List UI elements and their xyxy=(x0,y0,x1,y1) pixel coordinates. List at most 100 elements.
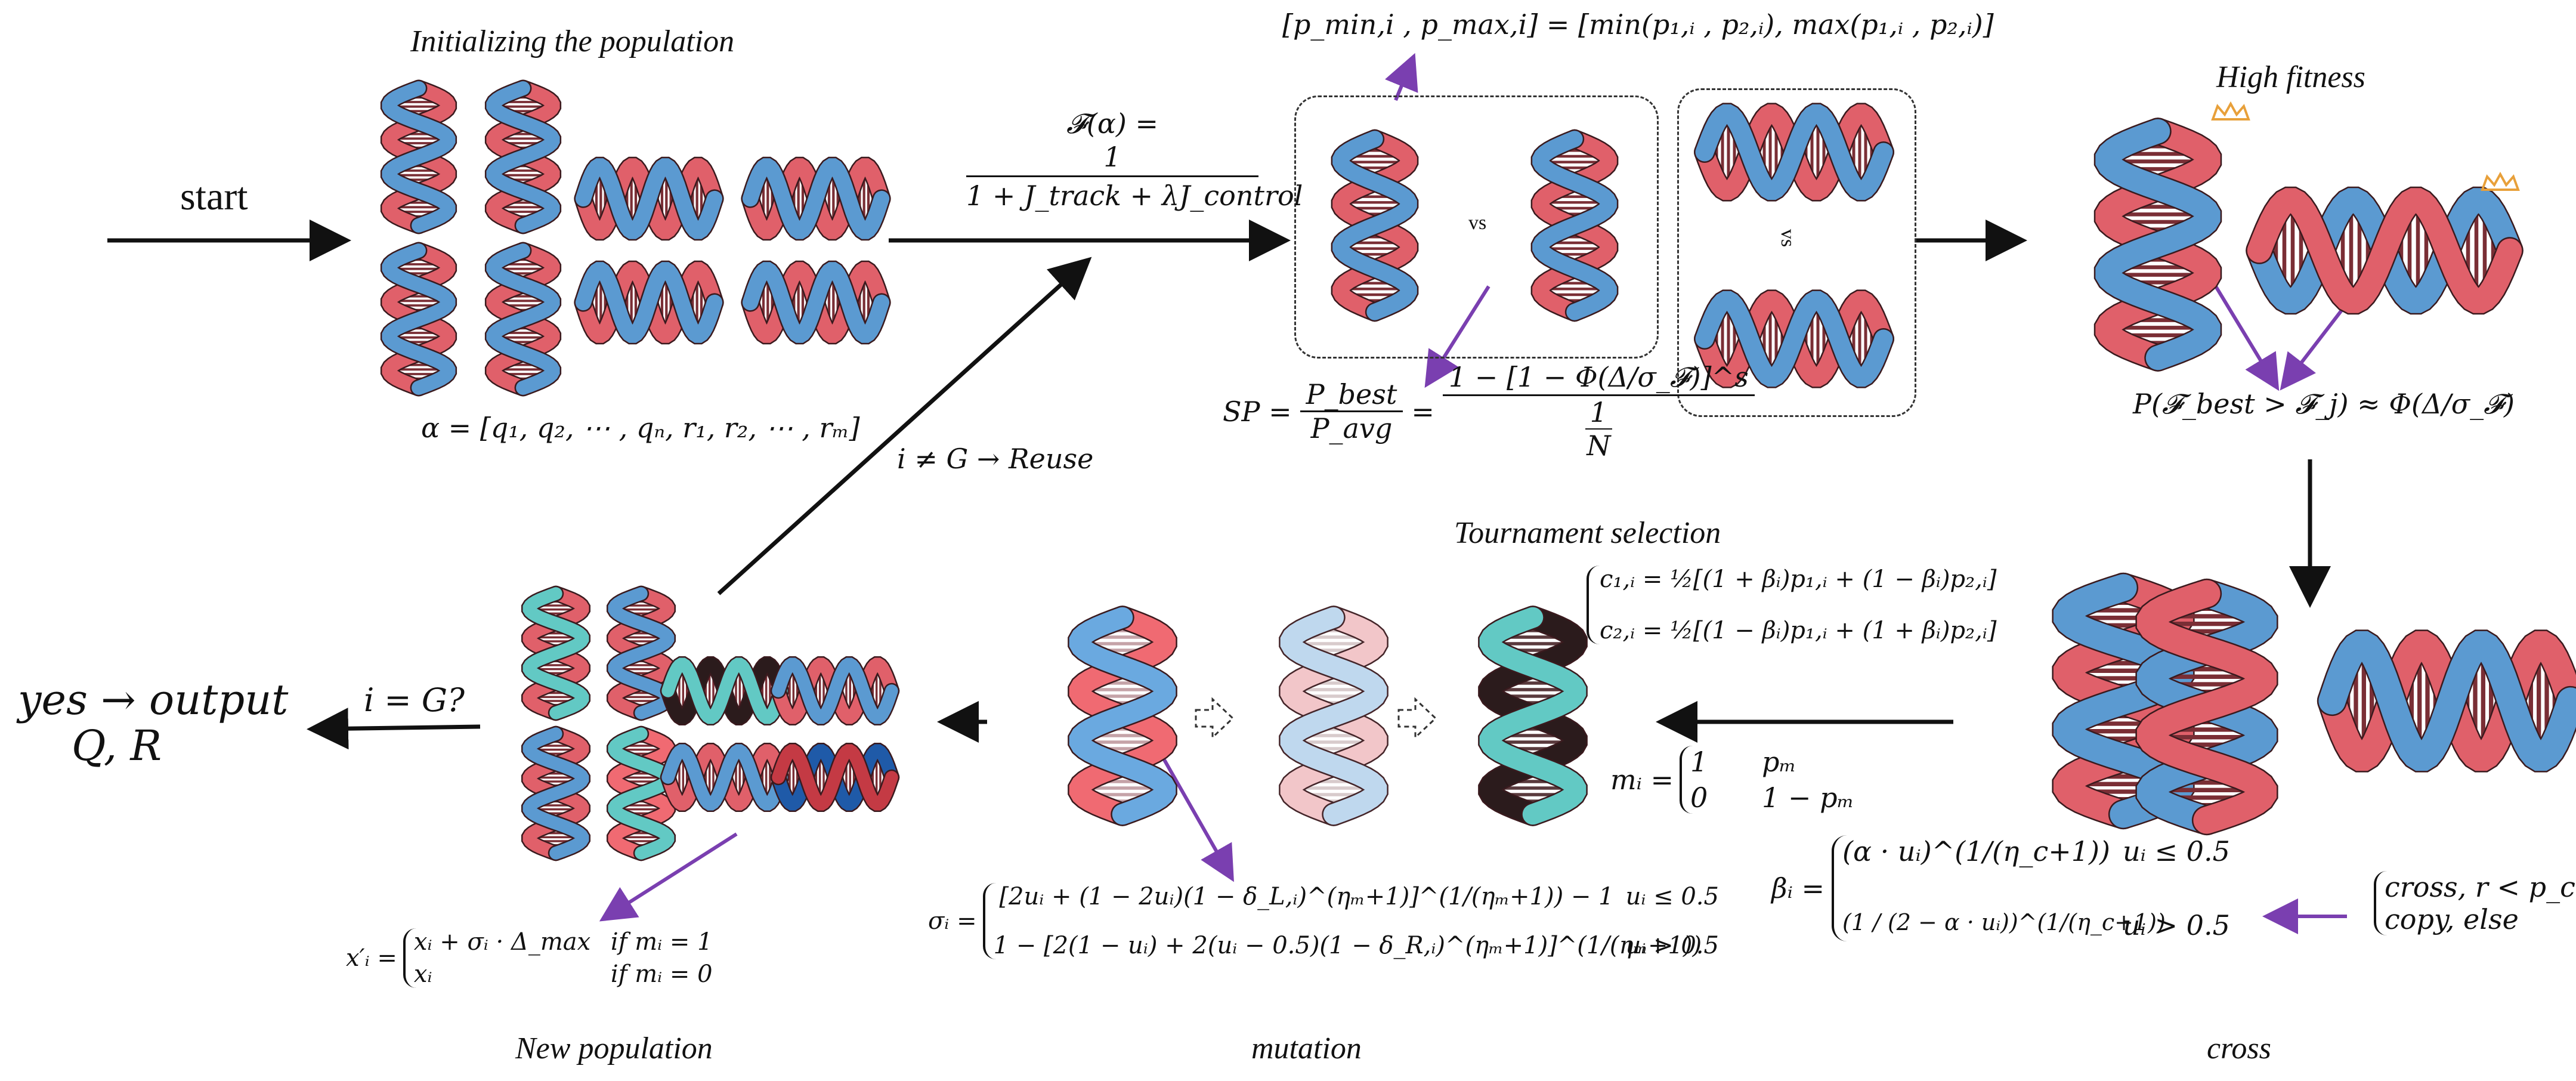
sigma-lhs: σᵢ = xyxy=(928,907,977,935)
sigma-row2-cond: uᵢ > 0.5 xyxy=(1625,932,1719,959)
purple-arrow-interval xyxy=(1384,52,1418,101)
dna-icon xyxy=(1331,129,1419,322)
interval-formula: [p_min,i , p_max,i] = [min(p₁,ᵢ , p₂,ᵢ),… xyxy=(1282,8,1994,41)
sp-den-den: N xyxy=(1587,430,1611,462)
dna-icon xyxy=(1068,606,1177,826)
sp-numerator: 1 − [1 − Φ(Δ/σ_𝓕)]^s xyxy=(1442,361,1755,396)
output-line-1: yes → output xyxy=(18,675,289,724)
dna-icon xyxy=(770,656,900,726)
dna-icon xyxy=(770,742,900,813)
dna-icon xyxy=(1530,129,1619,322)
purple-arrow-newx xyxy=(599,832,738,922)
dashed-arrow-icon xyxy=(1397,697,1437,740)
sp-ratio-num: P_best xyxy=(1300,378,1403,412)
crown-icon xyxy=(2211,101,2250,121)
check-label: i = G? xyxy=(364,681,465,719)
vs-label-left: vs xyxy=(1468,212,1487,234)
m-row2-val: 0 xyxy=(1690,782,1708,814)
dna-icon xyxy=(484,242,562,397)
purple-arrow-sp xyxy=(1424,285,1490,388)
dna-icon xyxy=(574,260,724,345)
purple-arrow-prob-2 xyxy=(2280,298,2352,391)
crossover-children-formula: c₁,ᵢ = ½[(1 + βᵢ)p₁,ᵢ + (1 − βᵢ)p₂,ᵢ] c₂… xyxy=(1587,566,1996,644)
dna-icon xyxy=(2246,186,2524,315)
init-population-caption: Initializing the population xyxy=(410,24,735,58)
dna-icon xyxy=(741,260,891,345)
mutation-mask-formula: mᵢ = 1 pₘ 0 1 − pₘ xyxy=(1610,746,1854,814)
c1-formula: c₁,ᵢ = ½[(1 + βᵢ)p₁,ᵢ + (1 − βᵢ)p₂,ᵢ] xyxy=(1600,566,1997,593)
dna-icon xyxy=(380,79,457,234)
beta-row2-cond: uᵢ > 0.5 xyxy=(2123,909,2230,941)
c2-formula: c₂,ᵢ = ½[(1 − βᵢ)p₁,ᵢ + (1 + βᵢ)p₂,ᵢ] xyxy=(1600,617,1997,644)
crown-icon xyxy=(2481,171,2520,191)
new-x-formula: x′ᵢ = xᵢ + σᵢ · Δ_max if mᵢ = 1 xᵢ if mᵢ… xyxy=(346,928,713,988)
dna-icon xyxy=(660,742,790,813)
x-row1: xᵢ + σᵢ · Δ_max xyxy=(413,928,591,956)
dna-icon xyxy=(380,242,457,397)
x-cases: xᵢ + σᵢ · Δ_max if mᵢ = 1 xᵢ if mᵢ = 0 xyxy=(403,928,713,988)
dna-icon xyxy=(2317,629,2576,773)
m-row1-cond: pₘ xyxy=(1762,746,1796,778)
beta-cases: (α · uᵢ)^(1/(η_c+1)) uᵢ ≤ 0.5 (1 / (2 − … xyxy=(1832,835,2230,941)
cross-caption: cross xyxy=(2207,1031,2271,1065)
dna-icon xyxy=(660,656,790,726)
x-row1-cond: if mᵢ = 1 xyxy=(610,928,713,956)
dna-icon xyxy=(484,79,562,234)
reuse-label: i ≠ G → Reuse xyxy=(897,443,1094,475)
dna-icon xyxy=(574,156,724,241)
sigma-row1: [2uᵢ + (1 − 2uᵢ)(1 − δ_L,ᵢ)^(ηₘ+1)]^(1/(… xyxy=(999,883,1614,910)
fitness-formula: 𝓕(α) = 1 1 + J_track + λJ_control xyxy=(966,107,1303,212)
fitness-denominator: 1 + J_track + λJ_control xyxy=(966,180,1303,212)
alpha-vector-formula: α = [q₁, q₂, ⋯ , qₙ, r₁, r₂, ⋯ , rₘ] xyxy=(421,412,860,444)
sp-den-num: 1 xyxy=(1585,396,1612,430)
sigma-cases: [2uᵢ + (1 − 2uᵢ)(1 − δ_L,ᵢ)^(ηₘ+1)]^(1/(… xyxy=(982,883,1719,959)
vs-label-right: vs xyxy=(1777,228,1799,248)
new-population-caption: New population xyxy=(515,1031,713,1065)
tournament-caption: Tournament selection xyxy=(1454,516,1721,550)
cross-rule: cross, r < p_c copy, else xyxy=(2374,871,2575,935)
beta-formula: βᵢ = (α · uᵢ)^(1/(η_c+1)) uᵢ ≤ 0.5 (1 / … xyxy=(1771,835,2230,941)
sp-fraction: 1 − [1 − Φ(Δ/σ_𝓕)]^s 1 N xyxy=(1442,361,1755,462)
sp-lhs: SP = xyxy=(1223,395,1292,428)
probability-formula: P(𝓕_best > 𝓕_j) ≈ Φ(Δ/σ_𝓕) xyxy=(2133,388,2515,420)
dna-icon xyxy=(606,725,676,861)
x-lhs: x′ᵢ = xyxy=(346,944,397,972)
cross-rule-1: cross, r < p_c xyxy=(2385,871,2575,903)
beta-row2: (1 / (2 − α · uᵢ))^(1/(η_c+1)) xyxy=(1842,909,2166,935)
dna-icon xyxy=(741,156,891,241)
m-cases: 1 pₘ 0 1 − pₘ xyxy=(1680,746,1854,814)
output-line-2: Q, R xyxy=(72,721,162,770)
dna-icon xyxy=(606,585,676,721)
dna-icon xyxy=(1478,606,1588,826)
sp-denominator: 1 N xyxy=(1579,396,1618,462)
start-label: start xyxy=(180,175,248,218)
dashed-arrow-icon xyxy=(1195,697,1235,740)
dna-icon xyxy=(2135,578,2278,836)
arrow-to-output xyxy=(307,708,481,750)
purple-arrow-sigma xyxy=(1161,756,1234,882)
dna-icon xyxy=(521,585,591,721)
beta-row1: (α · uᵢ)^(1/(η_c+1)) xyxy=(1842,835,2110,867)
m-row2-cond: 1 − pₘ xyxy=(1762,782,1854,814)
sigma-row2: 1 − [2(1 − uᵢ) + 2(uᵢ − 0.5)(1 − δ_R,ᵢ)^… xyxy=(993,932,1702,959)
beta-row1-cond: uᵢ ≤ 0.5 xyxy=(2123,835,2230,867)
sigma-row1-cond: uᵢ ≤ 0.5 xyxy=(1625,883,1719,910)
sigma-formula: σᵢ = [2uᵢ + (1 − 2uᵢ)(1 − δ_L,ᵢ)^(ηₘ+1)]… xyxy=(928,883,1719,959)
fitness-numerator: 1 xyxy=(1103,141,1121,173)
sp-formula: SP = P_best P_avg = 1 − [1 − Φ(Δ/σ_𝓕)]^s… xyxy=(1223,361,1755,462)
x-row2: xᵢ xyxy=(413,960,432,988)
purple-arrow-prob-1 xyxy=(2214,285,2280,391)
dna-icon xyxy=(1279,606,1388,826)
tournament-box-left xyxy=(1294,95,1659,359)
fitness-fraction-bar xyxy=(966,175,1258,177)
x-row2-cond: if mᵢ = 0 xyxy=(610,960,713,988)
arrow-reuse xyxy=(717,257,1092,595)
beta-lhs: βᵢ = xyxy=(1771,872,1825,904)
cross-rule-2: copy, else xyxy=(2385,903,2519,935)
m-lhs: mᵢ = xyxy=(1610,764,1674,796)
output-label: yes → output Q, R xyxy=(18,677,288,769)
dna-icon xyxy=(2093,118,2222,372)
high-fitness-caption: High fitness xyxy=(2216,60,2365,94)
sp-ratio: P_best P_avg xyxy=(1300,378,1403,444)
